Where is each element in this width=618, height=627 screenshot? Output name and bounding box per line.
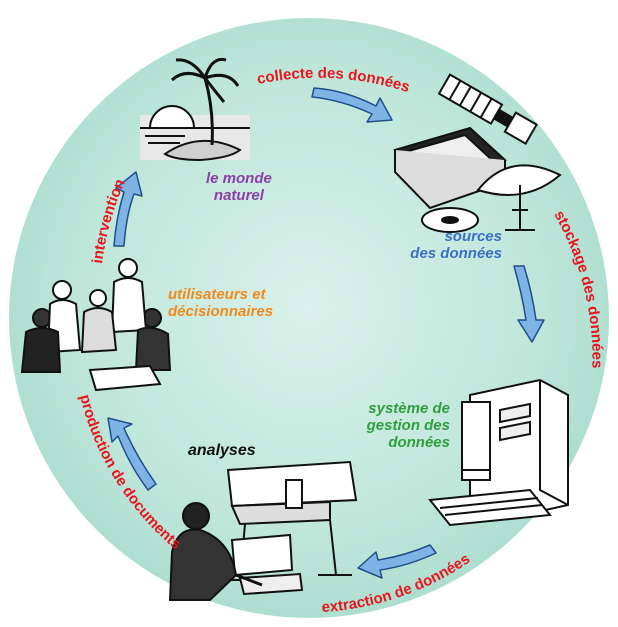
satellite-scanner-disc-antenna-icon [393,73,562,233]
computer-server-workstation-icon [428,378,569,527]
arrow-production [107,417,157,491]
island-palm-sunset-icon [140,57,250,162]
node-users-line2: décisionnaires [168,303,274,320]
node-system-line2: gestion des [366,417,450,434]
analyst-plotter-computer-icon [168,460,358,601]
node-natural-line2: naturel [213,187,264,204]
node-label-system: système de gestion des données [350,400,450,451]
node-system-line3: données [388,434,450,451]
node-label-analyses: analyses [188,442,256,459]
meeting-group-people-icon [20,258,172,392]
node-label-natural: le monde naturel [206,170,272,204]
node-system-line1: système de [368,400,450,417]
node-users-line1: utilisateurs et [168,286,266,303]
node-label-users: utilisateurs et décisionnaires [168,286,273,320]
cycle-arrows [107,87,545,579]
node-sources-line1: sources [444,228,502,245]
node-sources-line2: des données [410,245,502,262]
node-natural-line1: le monde [206,170,272,187]
node-analyses-line1: analyses [188,442,256,459]
arrow-collect [311,87,393,123]
arrow-extraction [357,544,437,579]
arrow-storage [513,265,545,343]
arrow-intervention [113,171,143,247]
node-label-sources: sources des données [392,228,502,262]
